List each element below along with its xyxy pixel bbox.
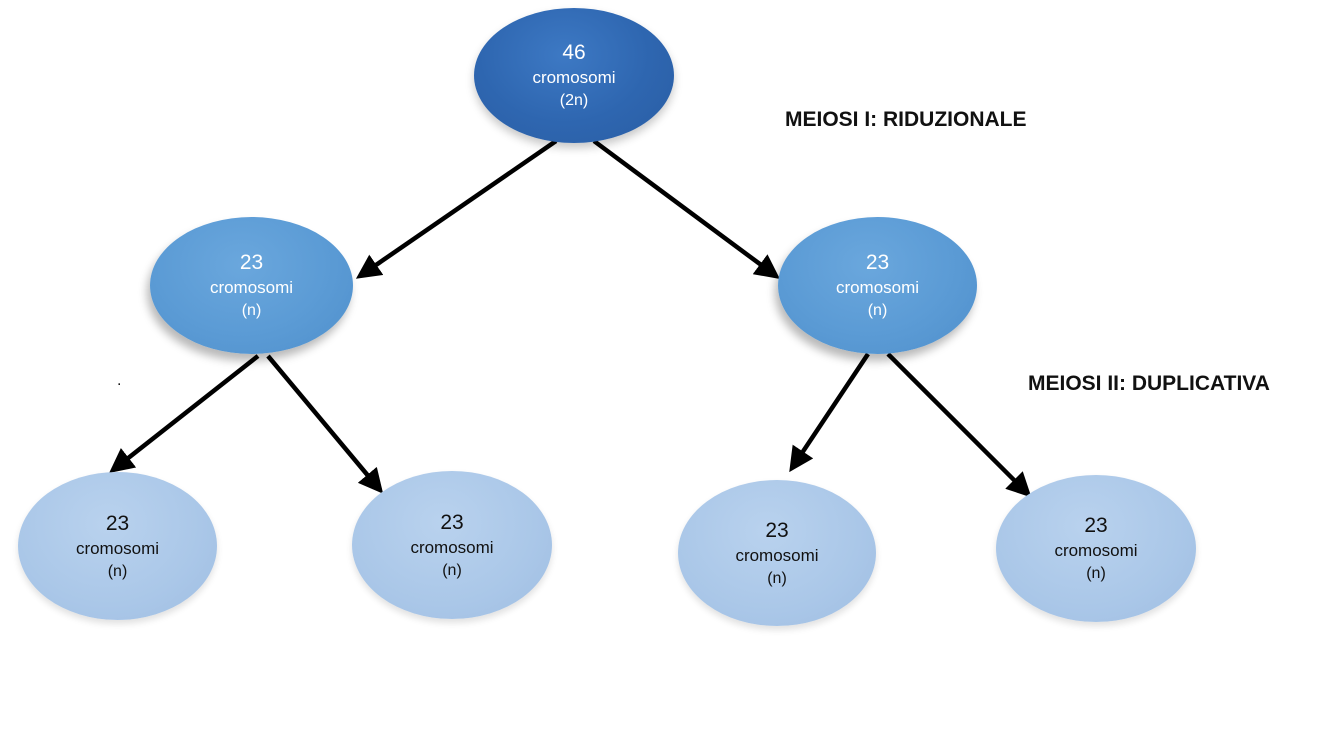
- arrow-left-to-b2: [266, 354, 384, 494]
- node-left-mid-value: 23: [239, 251, 264, 275]
- node-bottom-4-ploidy: (n): [1086, 565, 1106, 583]
- arrow-right-to-b3: [789, 352, 870, 473]
- node-right-mid-value: 23: [865, 251, 890, 275]
- node-bottom-2-label: cromosomi: [410, 537, 494, 557]
- node-bottom-1-ploidy: (n): [107, 562, 128, 580]
- arrow-root-to-right: [592, 139, 780, 279]
- node-bottom-2-value: 23: [440, 510, 464, 534]
- node-left-mid-label: cromosomi: [209, 278, 294, 298]
- node-bottom-2: 23 cromosomi (n): [352, 471, 552, 619]
- node-left-mid-ploidy: (n): [241, 302, 262, 320]
- node-root-ploidy: (2n): [559, 92, 589, 110]
- arrow-root-to-left: [355, 139, 558, 279]
- node-bottom-3: 23 cromosomi (n): [678, 480, 876, 626]
- node-root-value: 46: [562, 41, 586, 65]
- node-right-mid-ploidy: (n): [867, 302, 888, 320]
- node-bottom-4: 23 cromosomi (n): [996, 475, 1196, 622]
- node-bottom-4-value: 23: [1084, 514, 1108, 538]
- node-bottom-3-ploidy: (n): [767, 569, 787, 587]
- node-right-mid-label: cromosomi: [835, 278, 920, 298]
- node-bottom-2-ploidy: (n): [442, 561, 462, 579]
- arrow-right-to-b4: [886, 352, 1032, 498]
- node-root: 46 cromosomi (2n): [474, 8, 674, 143]
- node-bottom-3-label: cromosomi: [735, 545, 819, 565]
- arrow-left-to-b1: [109, 354, 260, 474]
- node-bottom-1-label: cromosomi: [75, 538, 160, 558]
- label-meiosis-2: MEIOSI II: DUPLICATIVA: [1028, 372, 1270, 395]
- node-bottom-1: 23 cromosomi (n): [18, 472, 217, 620]
- label-meiosis-1: MEIOSI I: RIDUZIONALE: [785, 108, 1027, 131]
- node-bottom-3-value: 23: [765, 518, 789, 542]
- node-left-mid: 23 cromosomi (n): [150, 217, 353, 354]
- node-bottom-1-value: 23: [105, 511, 130, 535]
- node-right-mid: 23 cromosomi (n): [778, 217, 977, 354]
- stray-dot: .: [117, 372, 122, 389]
- node-bottom-4-label: cromosomi: [1054, 541, 1138, 561]
- node-root-label: cromosomi: [532, 68, 616, 88]
